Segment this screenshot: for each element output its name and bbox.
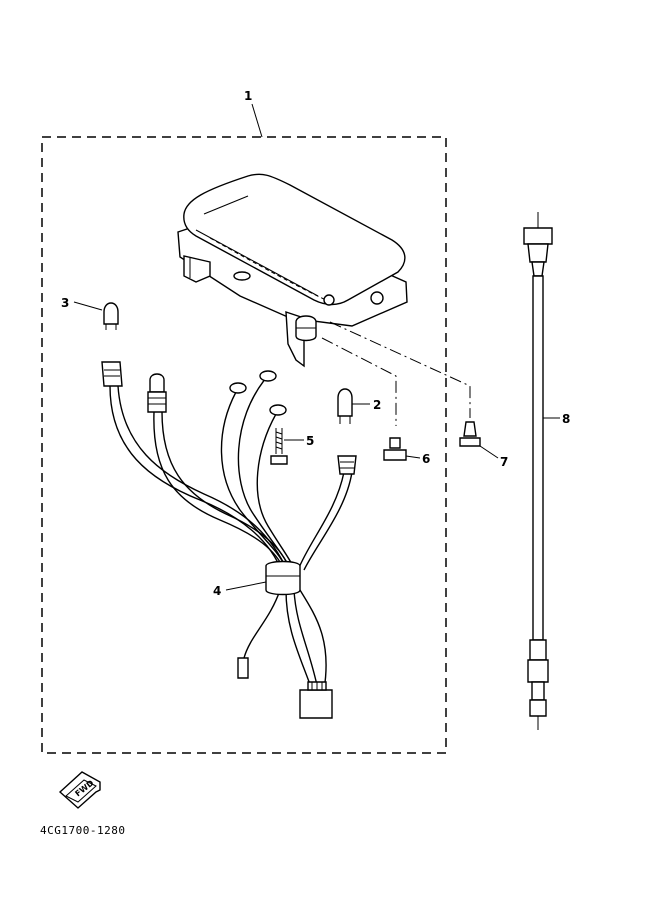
assembly-boundary (41, 136, 447, 754)
callout-2-label: 2 (373, 398, 381, 412)
callout-1[interactable]: 1 (244, 89, 263, 138)
callout-4-label: 4 (213, 584, 221, 598)
callout-6-label: 6 (422, 452, 430, 466)
callout-4[interactable]: 4 (213, 581, 267, 598)
speedometer-cable-item-8[interactable] (523, 212, 553, 730)
callout-7[interactable]: 7 (479, 445, 508, 469)
callout-5[interactable]: 5 (284, 434, 314, 448)
meter-unit[interactable] (177, 173, 408, 368)
callout-8[interactable]: 8 (543, 412, 570, 426)
callout-7-label: 7 (500, 455, 508, 469)
callout-2[interactable]: 2 (352, 398, 381, 412)
wire-harness-item-4[interactable] (101, 361, 357, 719)
callout-6[interactable]: 6 (405, 452, 430, 466)
grommet-item-7[interactable] (459, 421, 481, 447)
forward-arrow-icon: FWD (58, 771, 101, 809)
screw-item-5[interactable] (270, 428, 288, 465)
diagram-code: 4CG1700-1280 (40, 824, 125, 837)
bolt-item-6[interactable] (383, 437, 407, 461)
callout-5-label: 5 (306, 434, 314, 448)
bulb-item-3[interactable] (103, 302, 119, 330)
bulb-item-2[interactable] (337, 388, 353, 424)
callout-8-label: 8 (562, 412, 570, 426)
callout-3-label: 3 (61, 296, 69, 310)
callout-1-label: 1 (244, 89, 252, 103)
callout-3[interactable]: 3 (61, 296, 103, 311)
